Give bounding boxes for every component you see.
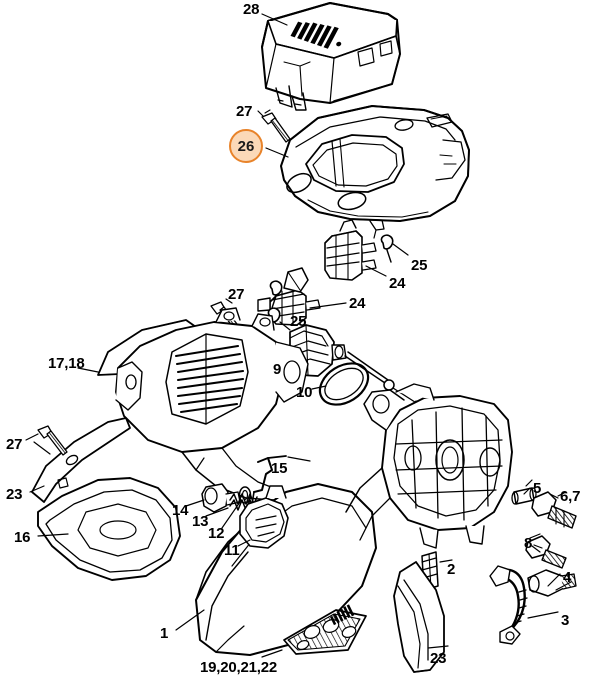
callout-17-18: 17,18 xyxy=(48,355,85,372)
part-28-top-cover xyxy=(261,2,401,111)
callout-3: 3 xyxy=(561,612,570,629)
callout-4: 4 xyxy=(563,569,572,586)
engine-crankcase xyxy=(345,383,513,549)
part-16-23-handle xyxy=(29,417,181,581)
part-24-25-upper xyxy=(324,219,409,281)
callout-25-upper: 25 xyxy=(411,257,428,274)
callout-25-lower: 25 xyxy=(290,313,307,330)
callout-27-mid: 27 xyxy=(228,286,245,303)
callout-24-upper: 24 xyxy=(389,275,406,292)
callout-26-highlighted[interactable]: 26 xyxy=(229,129,263,163)
callout-5: 5 xyxy=(533,480,542,497)
part-27-screw-top xyxy=(257,109,291,143)
callout-2: 2 xyxy=(447,561,456,578)
callout-27-left: 27 xyxy=(6,436,23,453)
part-24-25-lower xyxy=(257,267,347,331)
callout-14: 14 xyxy=(172,502,189,519)
callout-23-left: 23 xyxy=(6,486,23,503)
part-26-shroud xyxy=(265,105,470,239)
part-10-o-ring xyxy=(311,362,370,406)
callout-10: 10 xyxy=(296,384,313,401)
callout-8: 8 xyxy=(524,535,533,552)
callout-13: 13 xyxy=(192,513,209,530)
callout-24-lower: 24 xyxy=(349,295,366,312)
leader-part-1 xyxy=(175,609,205,631)
callout-1: 1 xyxy=(160,625,169,642)
callout-11: 11 xyxy=(224,542,240,559)
callout-12: 12 xyxy=(208,525,225,542)
callout-15: 15 xyxy=(271,460,288,477)
part-19-22-decal xyxy=(261,604,367,658)
part-27-screw-left xyxy=(25,425,68,456)
callout-9: 9 xyxy=(273,361,282,378)
callout-19-22: 19,20,21,22 xyxy=(200,659,278,676)
callout-27-top: 27 xyxy=(236,103,253,120)
callout-6-7: 6,7 xyxy=(560,488,581,505)
callout-16: 16 xyxy=(14,529,31,546)
callout-28: 28 xyxy=(243,1,260,18)
parts-11-15-cluster xyxy=(185,455,311,549)
callout-23-right: 23 xyxy=(430,650,447,667)
part-23-lower-bar xyxy=(393,561,449,673)
right-hardware xyxy=(489,479,577,645)
